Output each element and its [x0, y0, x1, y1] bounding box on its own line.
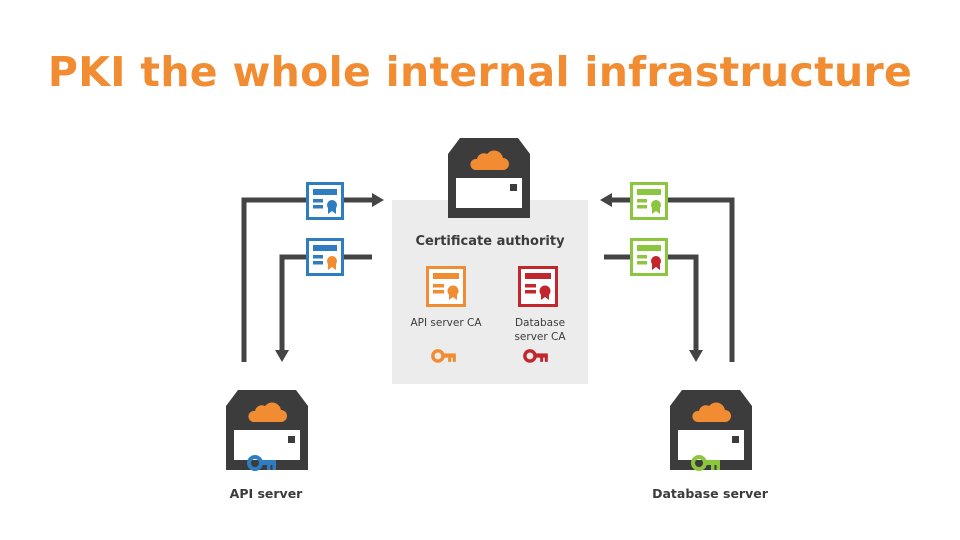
database-server-icon	[670, 390, 752, 472]
certificate-authority-label: Certificate authority	[415, 234, 565, 249]
certificate-icon-api-request	[306, 182, 344, 220]
arrowhead-api-to-ca	[372, 193, 384, 207]
api-server-icon	[226, 390, 308, 472]
arrow-api-to-ca	[241, 197, 372, 362]
certificate-icon-api-issued	[306, 238, 344, 276]
arrowhead-ca-to-api	[275, 350, 289, 362]
database-server-ca-label: Database server CA	[494, 316, 586, 344]
certificate-icon-db-issued	[630, 238, 668, 276]
database-server-ca-certificate-icon	[518, 266, 558, 307]
arrow-db-to-ca	[612, 197, 735, 362]
database-server-ca-key-icon	[523, 349, 550, 364]
page-title: PKI the whole internal infrastructure	[47, 48, 913, 96]
api-server-ca-certificate-icon	[426, 266, 466, 307]
database-server-label: Database server	[652, 486, 768, 501]
database-server-ca-label-line2: server CA	[514, 331, 566, 343]
database-server-ca-label-line1: Database	[514, 317, 566, 329]
ca-server-icon	[448, 138, 530, 218]
api-server-ca-label: API server CA	[410, 317, 482, 329]
arrowhead-db-to-ca	[600, 193, 612, 207]
api-server-label: API server	[229, 486, 303, 501]
api-server-ca-key-icon	[431, 349, 458, 364]
arrowhead-ca-to-db	[689, 350, 703, 362]
certificate-icon-db-request	[630, 182, 668, 220]
